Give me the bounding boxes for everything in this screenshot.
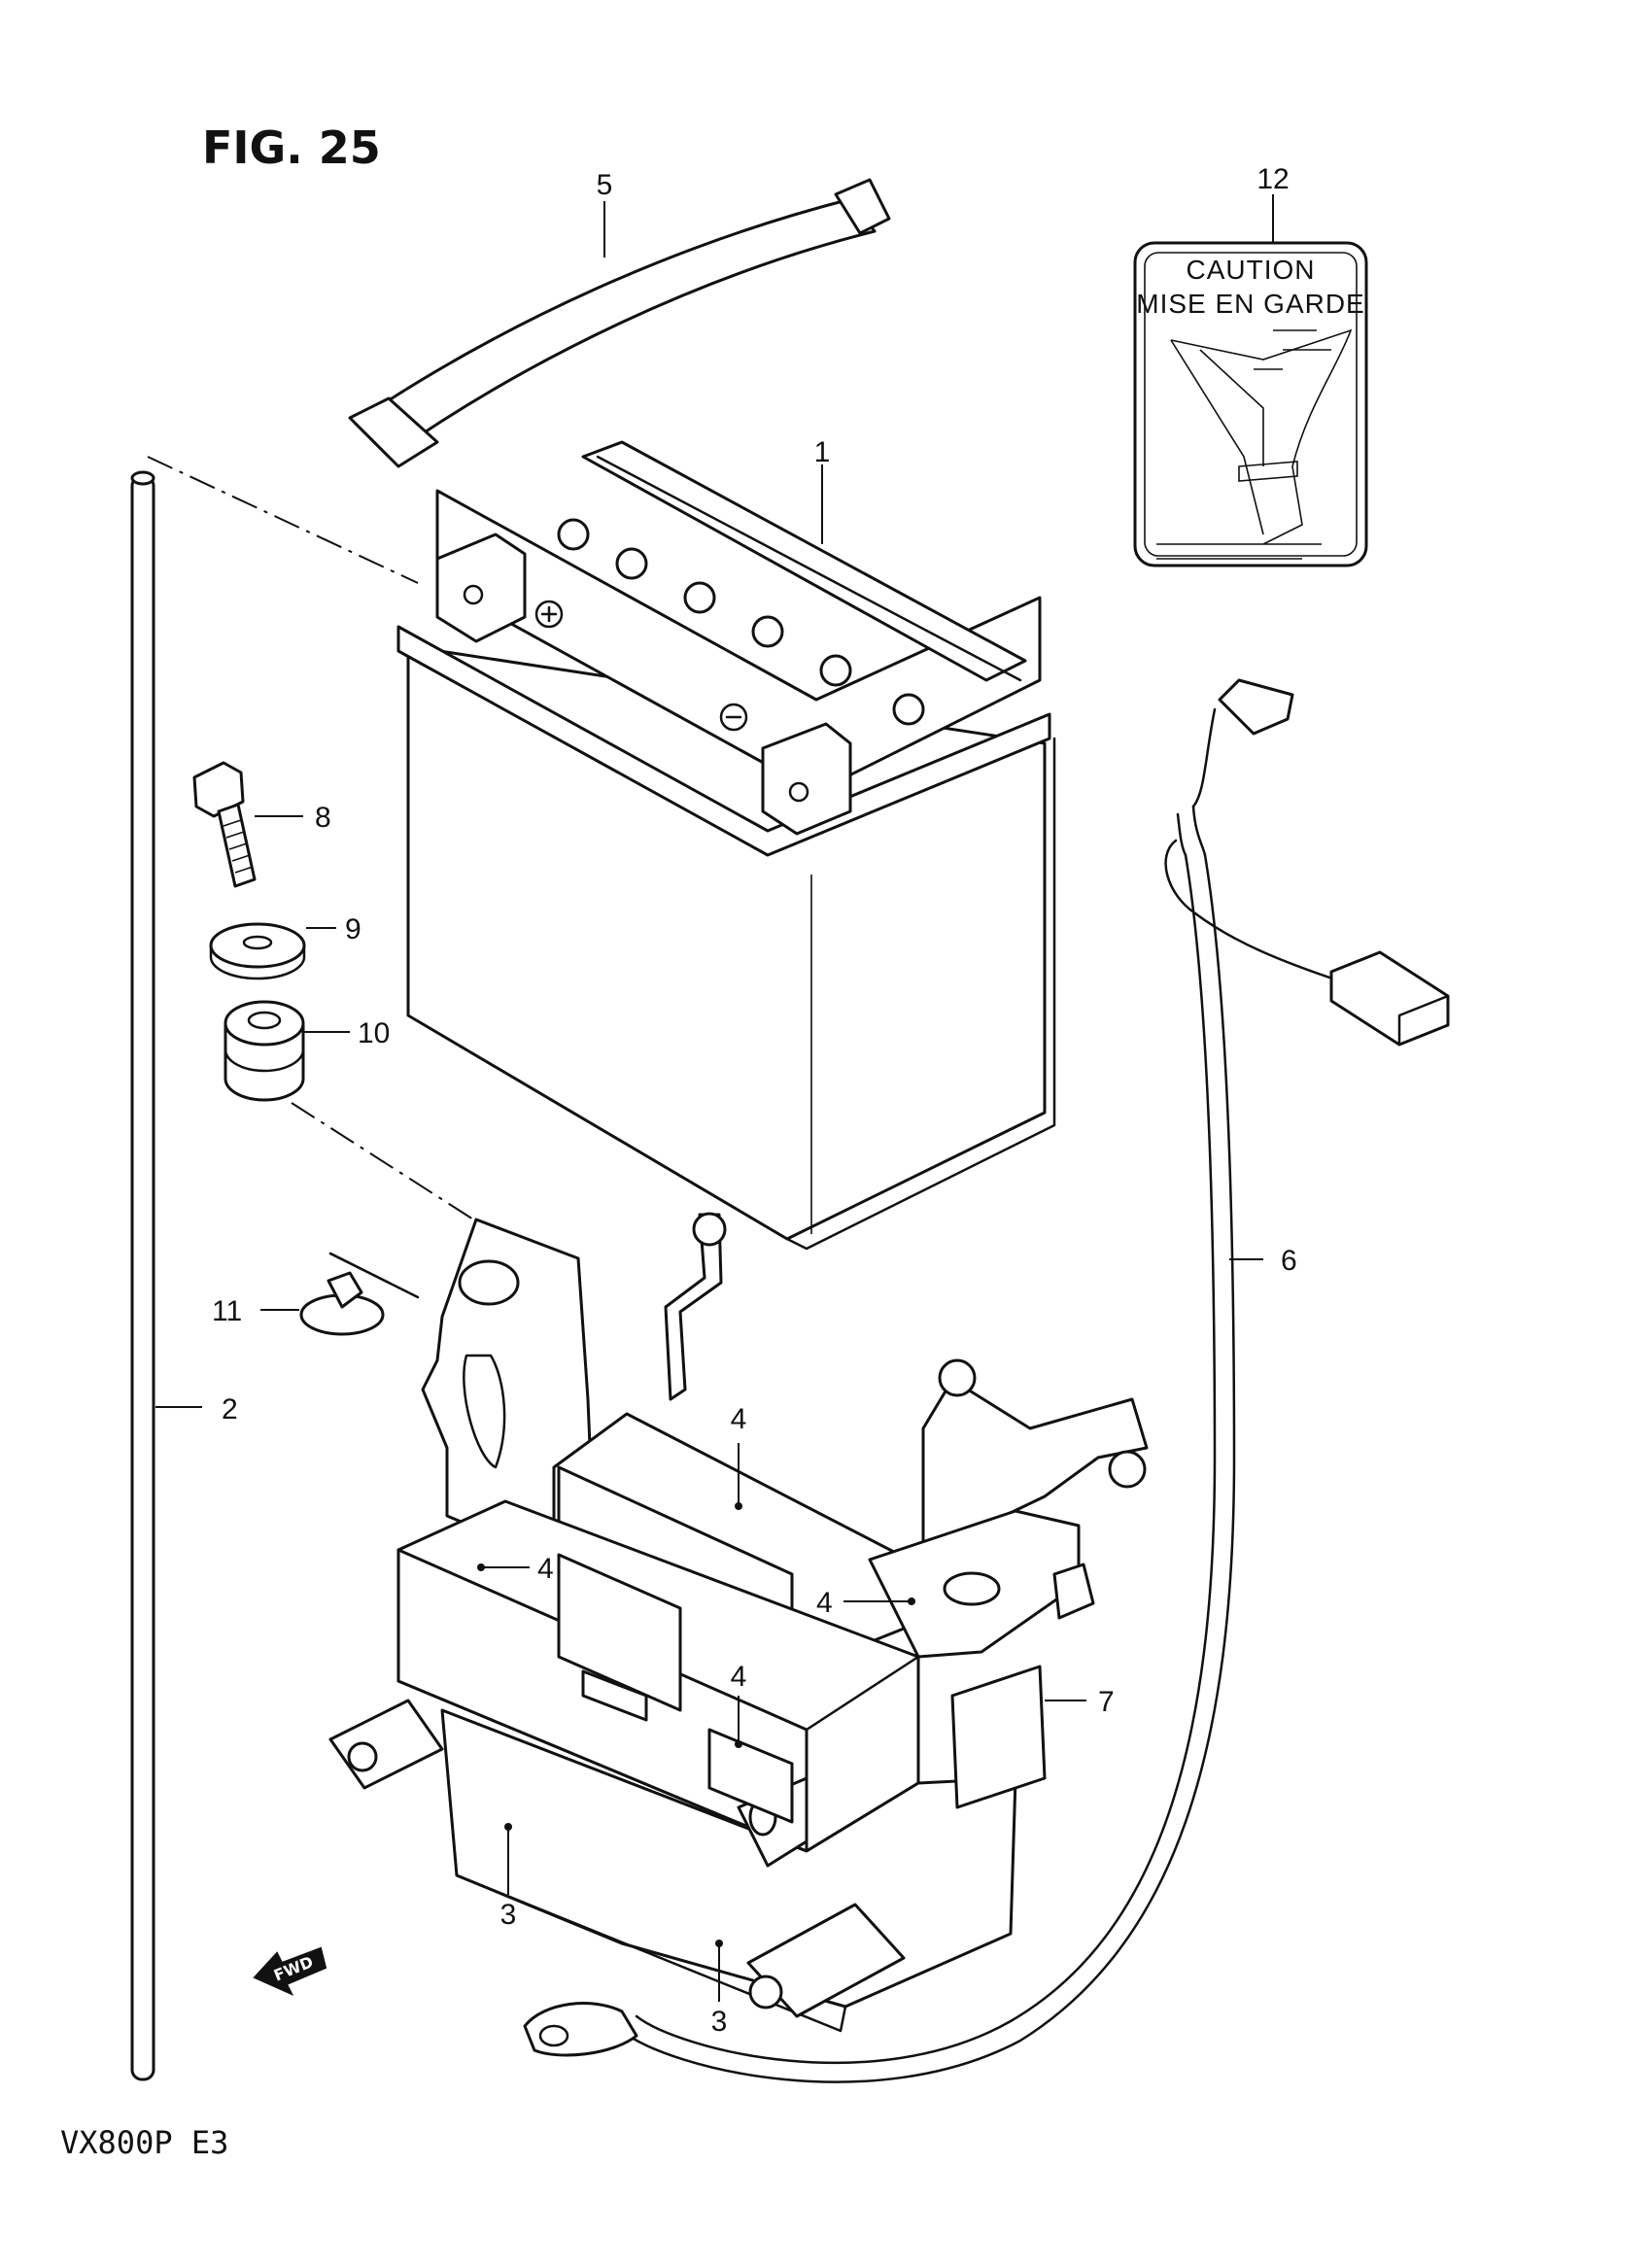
- callout-7: 7: [1098, 1686, 1115, 1718]
- part-2-tube: [130, 456, 419, 2081]
- callout-5: 5: [597, 169, 613, 201]
- caution-label-line1: CAUTION: [1187, 255, 1316, 285]
- callout-3-left: 3: [500, 1899, 517, 1931]
- part-6-cable: [523, 678, 1450, 2083]
- caution-label-line2: MISE EN GARDE: [1136, 289, 1364, 319]
- part-12-caution-label: CAUTION MISE EN GARDE: [1133, 241, 1368, 567]
- callout-2: 2: [222, 1393, 238, 1425]
- figure-title: FIG. 25: [202, 121, 381, 174]
- callouts: 1 2 3 3 4 4 4 4 5 6 7: [155, 163, 1297, 2038]
- part-9-washer: [209, 922, 306, 980]
- callout-12: 12: [1256, 163, 1289, 195]
- part-10-grommet: [224, 1000, 482, 1225]
- callout-8: 8: [315, 802, 331, 834]
- callout-4-right: 4: [816, 1587, 833, 1619]
- part-1-battery: [396, 440, 1056, 1251]
- model-code: VX800P E3: [60, 2124, 228, 2161]
- part-8-bolt: [192, 761, 257, 888]
- fwd-direction-arrow: FWD: [253, 1946, 327, 1997]
- callout-11: 11: [212, 1295, 242, 1327]
- callout-4-left: 4: [537, 1553, 554, 1585]
- callout-3-right: 3: [711, 2006, 728, 2038]
- part-5-strap: [348, 178, 891, 468]
- callout-4-lower: 4: [731, 1661, 747, 1693]
- callout-10: 10: [358, 1017, 390, 1049]
- callout-1: 1: [814, 436, 831, 468]
- part-11-cushion: [299, 1252, 420, 1336]
- callout-4-upper: 4: [731, 1403, 747, 1435]
- callout-9: 9: [345, 913, 361, 945]
- part-3-battery-case: [328, 1212, 1149, 2033]
- callout-6: 6: [1281, 1245, 1297, 1277]
